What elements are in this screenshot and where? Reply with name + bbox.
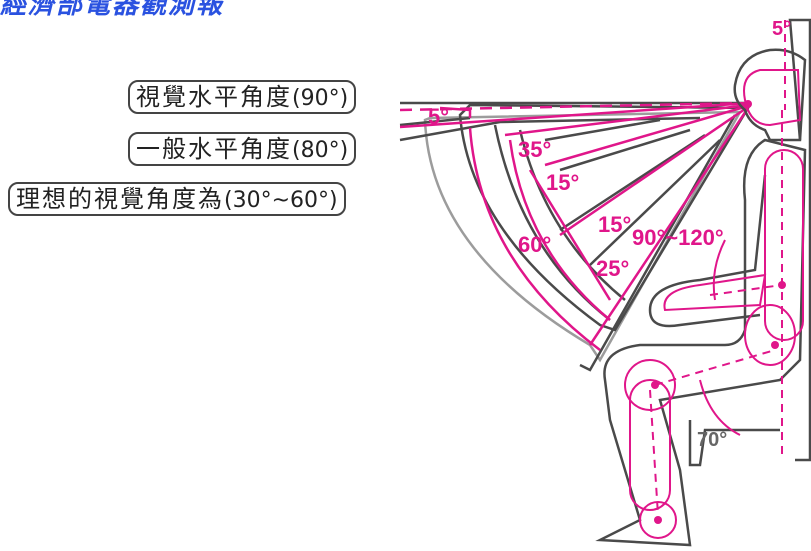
- angle-60-label: 60°: [518, 232, 551, 257]
- angle-15-upper-label: 15°: [546, 170, 579, 195]
- angle-15-lower-label: 15°: [598, 212, 631, 237]
- ideal-visual-angle-text: 理想的視覺角度為: [16, 185, 224, 213]
- angle-horizontal-offset-label: 5°: [428, 104, 449, 129]
- ideal-visual-angle-label: 理想的視覺角度為(30°~60°): [8, 182, 346, 216]
- general-horizontal-angle-label: 一般水平角度(80°): [128, 132, 357, 166]
- visual-horizontal-angle-label: 視覺水平角度(90°): [128, 80, 357, 114]
- page-title: 經濟部電器觀測報: [0, 0, 225, 20]
- sight-lines: [399, 100, 752, 351]
- angle-knee-label: 70°: [697, 429, 727, 451]
- visual-horizontal-angle-text: 視覺水平角度: [136, 83, 292, 111]
- angle-25-label: 25°: [596, 256, 629, 281]
- general-horizontal-angle-text: 一般水平角度: [136, 135, 292, 163]
- angle-elbow-label: 90°~120°: [632, 225, 724, 250]
- ideal-visual-angle-value: (30°~60°): [224, 188, 338, 213]
- human-figure: [595, 18, 811, 547]
- angle-35-label: 35°: [518, 137, 551, 162]
- visual-horizontal-angle-value: (90°): [292, 86, 349, 111]
- general-horizontal-angle-value: (80°): [292, 138, 349, 163]
- angle-head-tilt-label: 5°: [772, 18, 791, 40]
